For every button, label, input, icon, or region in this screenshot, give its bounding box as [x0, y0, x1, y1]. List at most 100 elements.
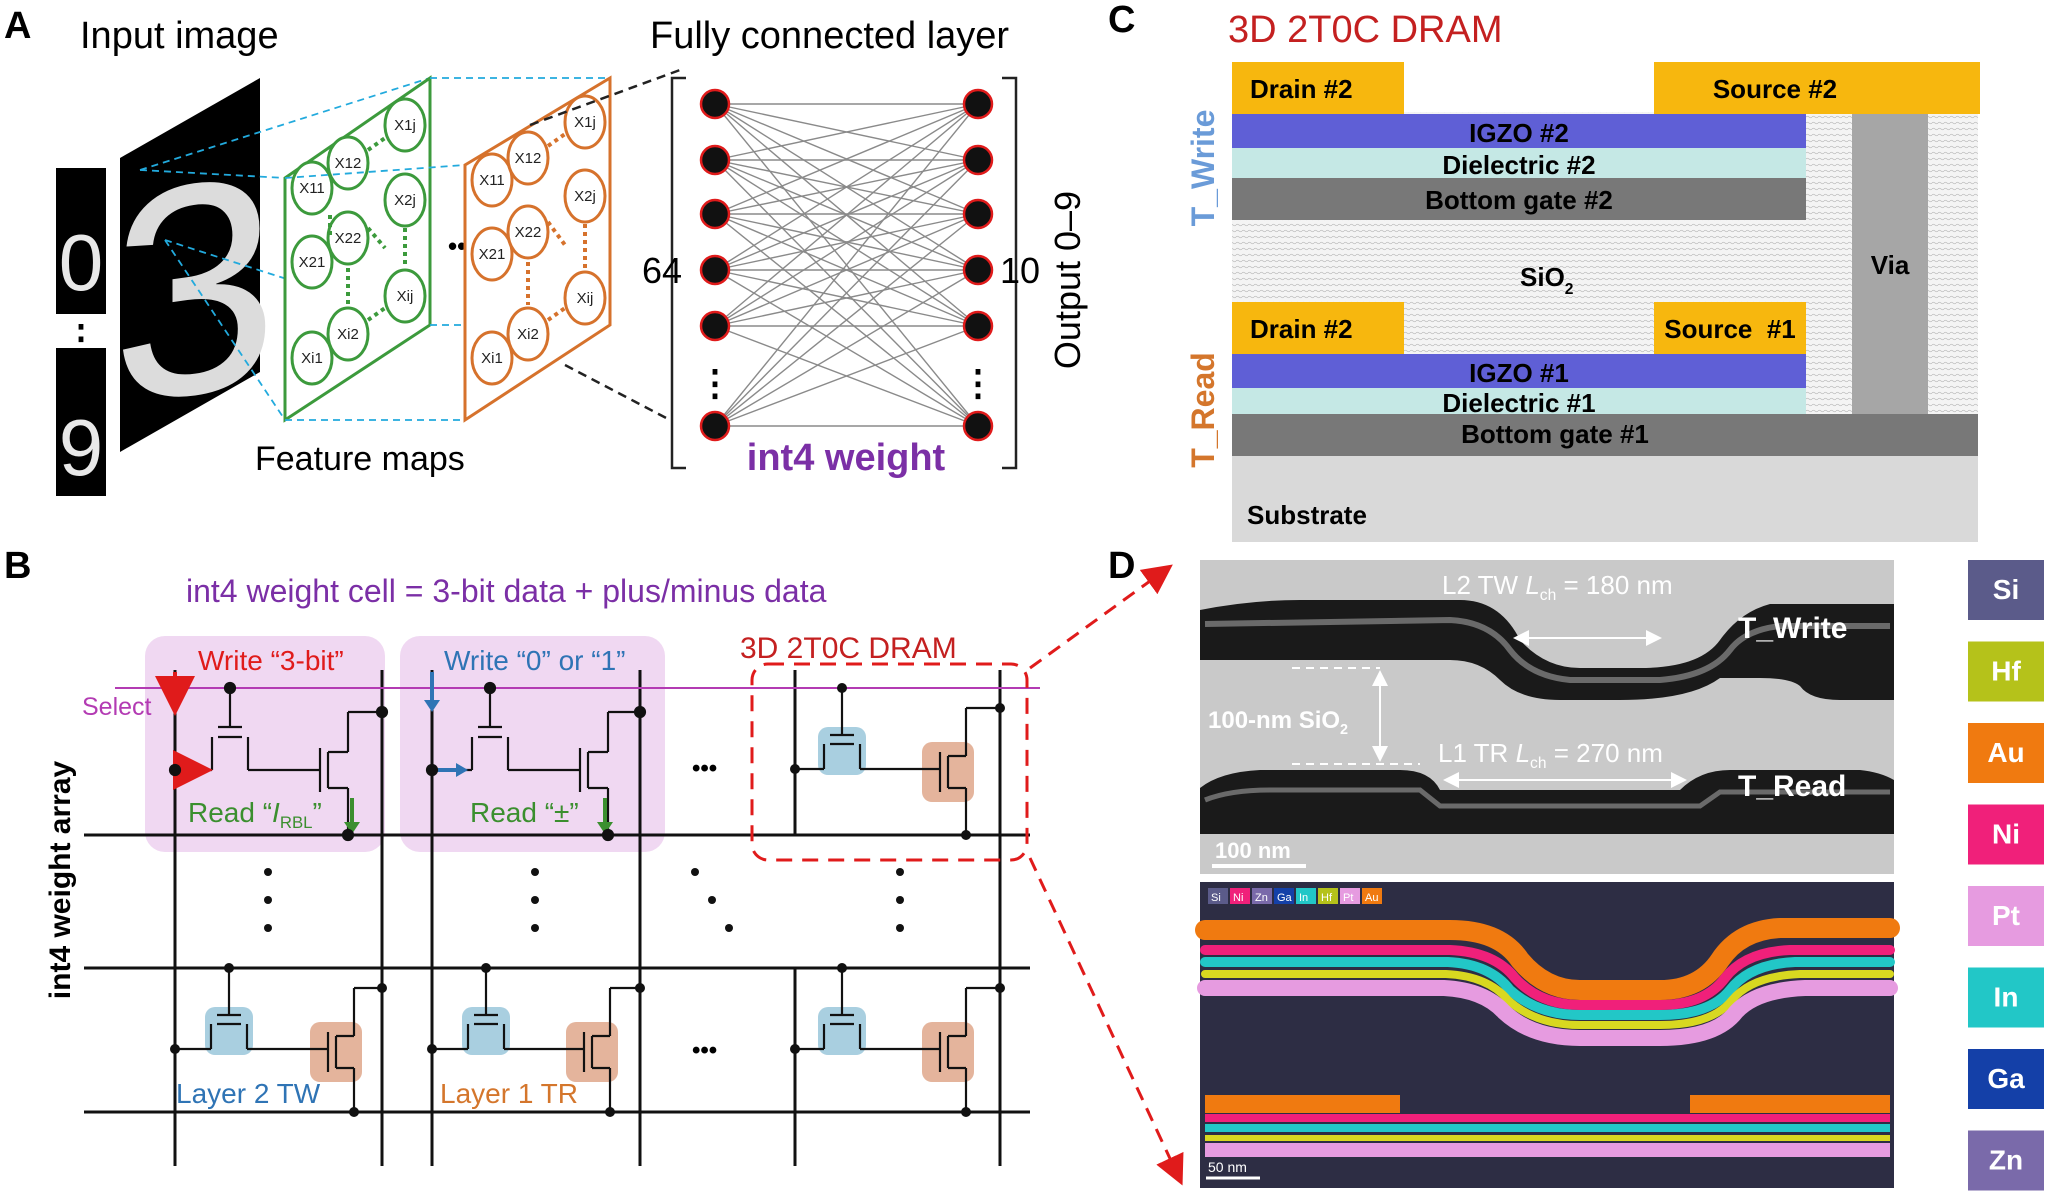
fm-label: Xij [577, 290, 594, 307]
junction-dot [605, 1107, 615, 1117]
scale-bar-50-label: 50 nm [1208, 1159, 1247, 1175]
bottom-gate-1 [1232, 414, 1978, 456]
junction-dot [961, 1107, 971, 1117]
fc-right-bracket [1002, 76, 1018, 470]
bottom-gate-2-label: Bottom gate #2 [1425, 185, 1613, 215]
source-2 [1654, 62, 1980, 114]
panel-a-letter: A [4, 5, 31, 47]
dielectric-2 [1232, 148, 1806, 178]
igzo-2 [1232, 114, 1806, 148]
ellipsis-h: ••• [692, 1037, 717, 1064]
element-swatch-in [1968, 967, 2044, 1028]
sio2-label: SiO2 [1520, 262, 1574, 298]
eds-legend-swatch [1340, 888, 1360, 904]
junction-dot [790, 764, 800, 774]
scale-bar-100-label: 100 nm [1215, 838, 1291, 863]
fc-edge [714, 103, 979, 161]
fc-left-count: 64 [642, 250, 682, 291]
feature-maps-caption: Feature maps [255, 440, 465, 478]
mini-cell-circuits [168, 681, 1005, 1117]
bottom-gate-2 [1232, 178, 1806, 220]
l1-length-label: L1 TR Lch = 270 nm [1438, 738, 1663, 772]
eds-legend-swatch [1362, 888, 1382, 904]
element-swatch-pt [1968, 886, 2044, 946]
eds-legend-label: Si [1211, 892, 1221, 904]
fc-edge [714, 213, 979, 327]
sio2-thickness-label: 100-nm SiO2 [1208, 707, 1348, 738]
panel-b-title: int4 weight cell = 3-bit data + plus/min… [186, 573, 827, 609]
element-swatch-label: Ni [1992, 819, 2020, 850]
panel-b: B int4 weight cell = 3-bit data + plus/m… [4, 545, 1184, 1186]
eds-legend-label: Ni [1233, 892, 1243, 904]
ellipsis-h: ••• [692, 755, 717, 782]
digit-main: 3 [112, 109, 279, 468]
element-swatch-si [1968, 560, 2044, 620]
fm-label: Xi1 [481, 350, 503, 367]
panel-c: C 3D 2T0C DRAM Substrate Bottom gate #1 … [1108, 0, 1980, 542]
write-3bit-label: Write “3-bit” [198, 645, 344, 676]
fc-output-label: Output 0–9 [1047, 191, 1088, 369]
junction-dot [341, 828, 355, 842]
dram-label: 3D 2T0C DRAM [740, 632, 957, 665]
mini-cell [427, 963, 645, 1117]
junction-dot [961, 830, 971, 840]
fc-input-node [699, 310, 731, 342]
eds-legend-swatch [1318, 888, 1338, 904]
t-read-side-label: T_Read [1185, 352, 1221, 468]
feature-map-green-dots [328, 136, 407, 322]
eds-legend-label: Pt [1343, 892, 1353, 904]
read-rbl-arrowhead [344, 822, 360, 834]
read-rbl-label: Read “IRBL” [188, 797, 322, 832]
junction-dot [837, 963, 847, 973]
drain-2-low-label: Drain #2 [1250, 314, 1353, 344]
fm-label: X21 [479, 246, 506, 263]
fm-label: Xij [397, 288, 414, 305]
eds-legend-swatch [1208, 888, 1228, 904]
map-to-fc-lines [529, 68, 681, 422]
fc-edge [714, 159, 979, 327]
panel-d-letter: D [1108, 545, 1135, 587]
fc-left-bracket [670, 76, 686, 470]
fc-title: Fully connected layer [650, 15, 1009, 57]
fc-edges [714, 103, 979, 427]
fc-input-node [699, 410, 731, 442]
panel-b-letter: B [4, 545, 31, 587]
tem-bottom-inner [1204, 787, 1890, 809]
fm-label: X12 [515, 150, 542, 167]
junction-dot [375, 705, 389, 719]
panel-d: D L2 TW Lch = 180 nm T_Write 100-nm SiO2… [1108, 545, 2044, 1191]
layer2-tw-label: Layer 2 TW [176, 1078, 321, 1109]
fc-output-node [962, 144, 994, 176]
fc-output-node [962, 410, 994, 442]
junction-dot [995, 703, 1005, 713]
eds-legend-swatch [1296, 888, 1316, 904]
igzo-2-label: IGZO #2 [1469, 118, 1569, 148]
junction-dot [790, 1044, 800, 1054]
eds-legend-label: Ga [1277, 892, 1293, 904]
junction-dot [483, 681, 497, 695]
write-01-label: Write “0” or “1” [444, 645, 626, 676]
fm-label: X21 [299, 254, 326, 271]
eds-legend-label: Zn [1255, 892, 1268, 904]
eds-legend-label: Hf [1321, 892, 1333, 904]
zoom-arrow-top [1029, 564, 1173, 670]
fm-label: X1j [394, 117, 416, 134]
fm-label: X11 [299, 180, 325, 197]
array-axis-label: int4 weight array [44, 760, 77, 999]
drain-2-top [1232, 62, 1404, 114]
junction-dot [377, 983, 387, 993]
element-swatch-ga [1968, 1049, 2044, 1109]
junction-dot [170, 1044, 180, 1054]
panel-a: A Input image 0 ⋮ 9 3 X11 X12 X1j X21 [4, 5, 1088, 496]
substrate-layer [1232, 456, 1978, 542]
junction-dot [349, 1107, 359, 1117]
junction-dot [481, 963, 491, 973]
junction-dot [837, 683, 847, 693]
cell-highlight-2 [400, 636, 665, 852]
feature-map-green-cells [290, 97, 427, 386]
fc-input-node [699, 144, 731, 176]
eds-bottom-stack [1205, 1095, 1890, 1157]
feature-map-orange-dots [526, 132, 587, 322]
